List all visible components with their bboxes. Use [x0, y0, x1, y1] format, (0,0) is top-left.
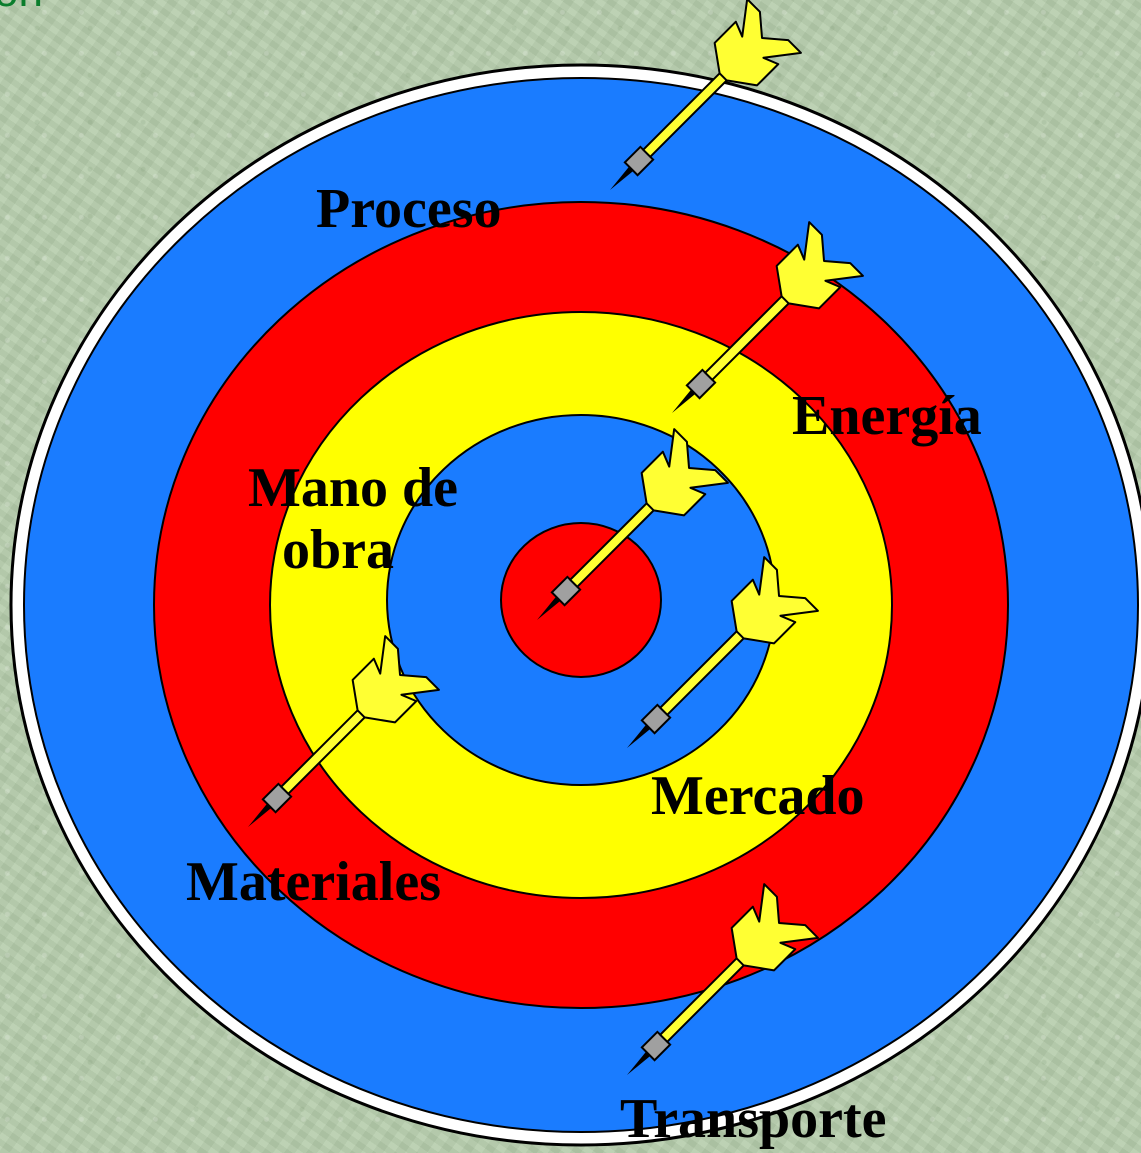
label-proceso: Proceso — [316, 178, 502, 240]
dart-materiales — [248, 635, 440, 827]
dart-energia — [672, 221, 864, 413]
bullseye — [500, 522, 662, 678]
label-mercado: Mercado — [651, 765, 865, 827]
label-transporte: Transporte — [620, 1088, 887, 1150]
target-rings — [9, 63, 1141, 1147]
darts — [248, 0, 864, 1075]
label-materiales: Materiales — [186, 851, 441, 913]
label-mano-de-obra: Mano de obra — [248, 457, 458, 581]
label-mano-de-obra-line1: Mano de — [248, 457, 458, 519]
dart-mercado — [627, 556, 819, 748]
label-mano-de-obra-line2: obra — [282, 519, 394, 581]
header-fragment: on — [0, 0, 43, 14]
dart-proceso — [610, 0, 802, 190]
dart-transporte — [627, 883, 819, 1075]
label-energia: Energía — [792, 385, 982, 447]
dart-center — [537, 428, 729, 620]
